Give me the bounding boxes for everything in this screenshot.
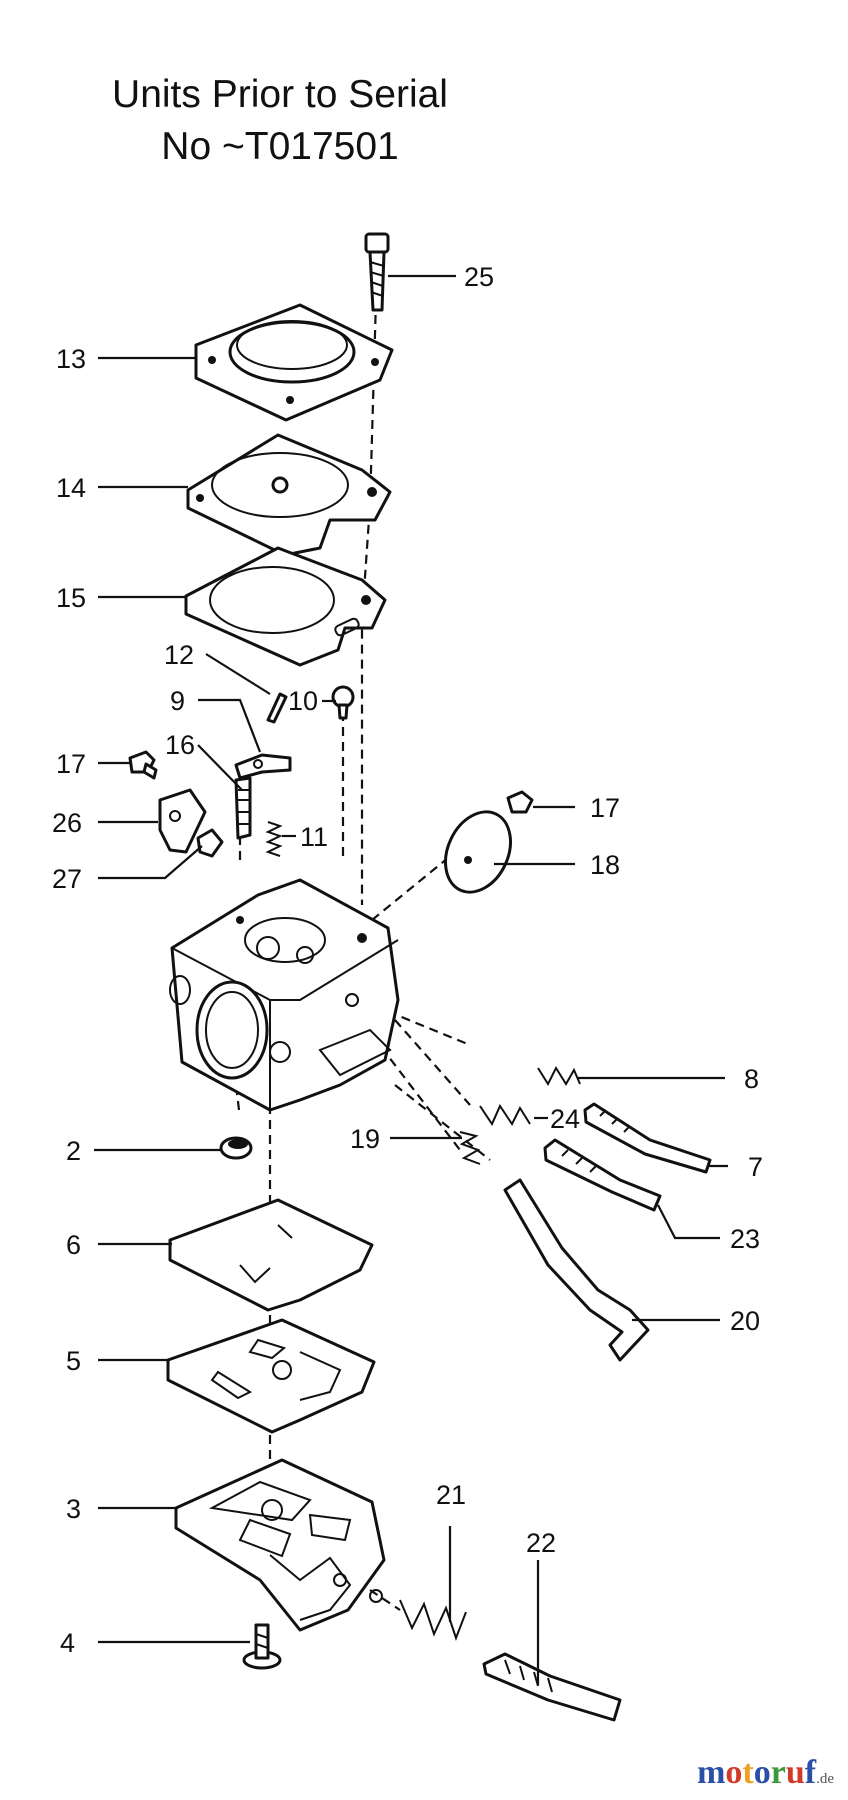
part-16-needle bbox=[234, 776, 252, 840]
callout-24: 24 bbox=[550, 1104, 580, 1134]
part-17-screw-right bbox=[506, 790, 534, 814]
diagram-title-line-1: Units Prior to Serial bbox=[112, 73, 448, 116]
part-10-screw bbox=[331, 685, 355, 720]
part-25-screw bbox=[364, 232, 390, 312]
part-23-needle bbox=[543, 1138, 662, 1212]
watermark-letter: r bbox=[770, 1754, 786, 1791]
part-11-spring bbox=[265, 821, 283, 857]
callout-11: 11 bbox=[300, 822, 328, 852]
callout-4: 4 bbox=[60, 1628, 75, 1658]
part-5-gasket bbox=[166, 1318, 376, 1434]
part-3-pump-body bbox=[174, 1458, 386, 1632]
callout-16: 16 bbox=[165, 730, 195, 760]
part-18-disc bbox=[444, 810, 512, 894]
callout-14: 14 bbox=[56, 473, 86, 503]
watermark-letter: t bbox=[742, 1754, 754, 1791]
part-27-nut bbox=[196, 828, 224, 858]
callout-25: 25 bbox=[464, 262, 494, 292]
part-19-spring bbox=[459, 1131, 481, 1165]
callout-17-right: 17 bbox=[590, 793, 620, 823]
callout-23: 23 bbox=[730, 1224, 760, 1254]
part-4-screw bbox=[242, 1623, 282, 1670]
motoruf-watermark-logo: motoruf.de bbox=[697, 1754, 834, 1792]
part-12-pin bbox=[266, 692, 288, 724]
watermark-letter: o bbox=[753, 1754, 771, 1791]
callout-15: 15 bbox=[56, 583, 86, 613]
callout-10: 10 bbox=[288, 686, 318, 716]
part-21-spring bbox=[399, 1599, 467, 1641]
callout-6: 6 bbox=[66, 1230, 81, 1260]
part-14-diaphragm bbox=[186, 433, 392, 557]
callout-19: 19 bbox=[350, 1124, 380, 1154]
watermark-letter: o bbox=[725, 1754, 743, 1791]
part-2-plug bbox=[219, 1136, 253, 1160]
part-17-screw-left bbox=[128, 750, 158, 780]
callout-2: 2 bbox=[66, 1136, 81, 1166]
callout-7: 7 bbox=[748, 1152, 763, 1182]
callout-9: 9 bbox=[170, 686, 185, 716]
callout-27: 27 bbox=[52, 864, 82, 894]
callout-18: 18 bbox=[590, 850, 620, 880]
callout-22: 22 bbox=[526, 1528, 556, 1558]
part-13-pump-cover bbox=[194, 303, 394, 422]
callout-12: 12 bbox=[164, 640, 194, 670]
callout-21: 21 bbox=[436, 1480, 466, 1510]
part-24-spring bbox=[479, 1103, 531, 1127]
leader-lines bbox=[94, 274, 728, 1685]
callout-20: 20 bbox=[730, 1306, 760, 1336]
callout-3: 3 bbox=[66, 1494, 81, 1524]
watermark-letter: u bbox=[785, 1754, 805, 1791]
callout-labels: 25 13 14 15 12 9 10 16 17 17 26 11 27 18… bbox=[52, 262, 763, 1658]
callout-26: 26 bbox=[52, 808, 82, 838]
diagram-title-line-2: No ~T017501 bbox=[161, 125, 399, 168]
watermark-letter: f bbox=[804, 1754, 817, 1791]
part-15-gasket bbox=[184, 546, 387, 667]
part-9-lever bbox=[234, 753, 292, 780]
part-7-needle bbox=[583, 1102, 712, 1174]
callout-8: 8 bbox=[744, 1064, 759, 1094]
watermark-letter: m bbox=[697, 1754, 726, 1791]
part-20-throttle-shaft bbox=[503, 1178, 650, 1362]
callout-13: 13 bbox=[56, 344, 86, 374]
part-22-adjust-screw bbox=[482, 1652, 622, 1722]
part-6-diaphragm bbox=[168, 1198, 374, 1312]
part-26-bracket bbox=[158, 788, 207, 854]
part-8-spring bbox=[537, 1065, 581, 1087]
watermark-suffix: .de bbox=[816, 1771, 834, 1787]
carburetor-body bbox=[169, 878, 400, 1112]
callout-17-left: 17 bbox=[56, 749, 86, 779]
callout-5: 5 bbox=[66, 1346, 81, 1376]
